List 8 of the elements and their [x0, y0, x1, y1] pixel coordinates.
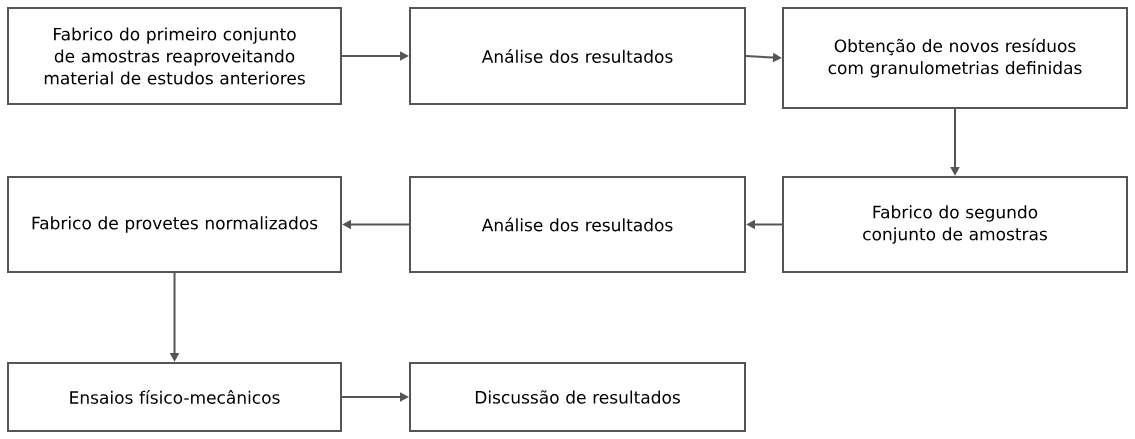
- process-box: Discussão de resultados: [409, 362, 746, 432]
- process-box: Fabrico do segundo conjunto de amostras: [782, 176, 1128, 273]
- process-box: Fabrico de provetes normalizados: [7, 176, 342, 273]
- process-box: Análise dos resultados: [409, 176, 746, 273]
- process-box: Ensaios físico-mecânicos: [7, 362, 342, 432]
- process-box: Análise dos resultados: [409, 7, 746, 105]
- process-box: Obtenção de novos resíduos com granulometrias definidas: [782, 7, 1128, 109]
- process-box: Fabrico do primeiro conjunto de amostras reaproveitando material de estudos anteriores: [7, 7, 342, 105]
